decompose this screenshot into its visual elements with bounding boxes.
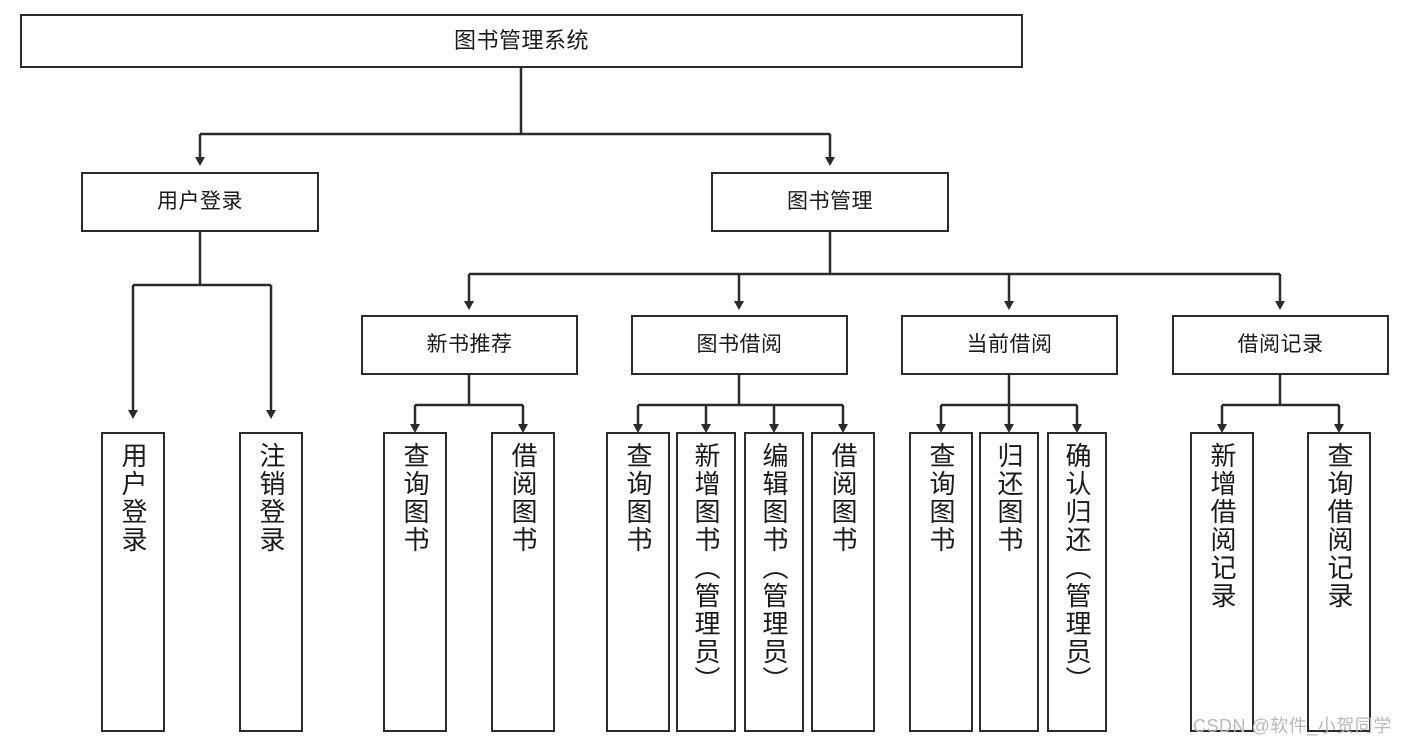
node-leaf-query-record-label: 查询借阅记录: [1324, 442, 1354, 610]
node-new-book-recommend-label: 新书推荐: [426, 333, 513, 357]
node-leaf-query-book-3-label: 查询图书: [926, 442, 956, 554]
node-leaf-confirm-return[interactable]: 确认归还（管理员）: [1047, 432, 1107, 732]
node-borrow-record[interactable]: 借阅记录: [1172, 315, 1389, 375]
node-leaf-query-book-2[interactable]: 查询图书: [606, 432, 670, 732]
node-user-login-label: 用户登录: [157, 190, 243, 214]
node-leaf-borrow-book-2[interactable]: 借阅图书: [811, 432, 875, 732]
node-leaf-add-book[interactable]: 新增图书（管理员）: [676, 432, 736, 732]
node-book-management[interactable]: 图书管理: [711, 172, 949, 232]
node-leaf-user-login[interactable]: 用户登录: [101, 432, 165, 732]
node-leaf-query-book-3[interactable]: 查询图书: [909, 432, 973, 732]
node-root[interactable]: 图书管理系统: [20, 14, 1023, 68]
node-borrow-record-label: 借阅记录: [1237, 333, 1324, 357]
node-leaf-return-book-label: 归还图书: [994, 442, 1024, 554]
node-leaf-return-book[interactable]: 归还图书: [979, 432, 1039, 732]
csdn-watermark: CSDN @软件_小贺同学: [1193, 716, 1392, 736]
node-leaf-add-book-label: 新增图书（管理员）: [691, 442, 721, 694]
node-leaf-edit-book-label: 编辑图书（管理员）: [759, 442, 789, 694]
node-new-book-recommend[interactable]: 新书推荐: [361, 315, 578, 375]
node-leaf-borrow-book-1-label: 借阅图书: [508, 442, 538, 554]
node-leaf-borrow-book-2-label: 借阅图书: [828, 442, 858, 554]
node-leaf-query-book-2-label: 查询图书: [623, 442, 653, 554]
node-leaf-edit-book[interactable]: 编辑图书（管理员）: [744, 432, 804, 732]
node-leaf-query-book-1[interactable]: 查询图书: [383, 432, 447, 732]
node-root-label: 图书管理系统: [453, 27, 589, 53]
node-leaf-add-record[interactable]: 新增借阅记录: [1190, 432, 1254, 732]
node-leaf-query-record[interactable]: 查询借阅记录: [1307, 432, 1371, 732]
node-user-login[interactable]: 用户登录: [81, 172, 319, 232]
node-leaf-borrow-book-1[interactable]: 借阅图书: [491, 432, 555, 732]
node-book-management-label: 图书管理: [787, 190, 873, 214]
node-book-borrow-label: 图书借阅: [696, 333, 783, 357]
node-leaf-user-login-label: 用户登录: [118, 442, 148, 554]
node-leaf-add-record-label: 新增借阅记录: [1207, 442, 1237, 610]
node-book-borrow[interactable]: 图书借阅: [631, 315, 848, 375]
node-leaf-confirm-return-label: 确认归还（管理员）: [1062, 442, 1092, 694]
node-current-borrow-label: 当前借阅: [966, 333, 1053, 357]
node-current-borrow[interactable]: 当前借阅: [901, 315, 1118, 375]
node-leaf-user-logout-label: 注销登录: [256, 442, 286, 554]
node-leaf-query-book-1-label: 查询图书: [400, 442, 430, 554]
node-leaf-user-logout[interactable]: 注销登录: [239, 432, 303, 732]
